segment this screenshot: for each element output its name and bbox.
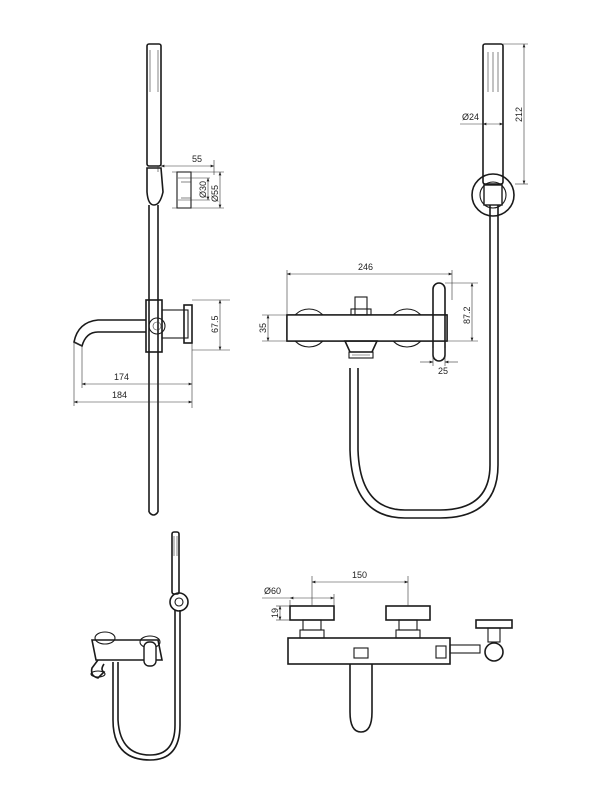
shower-holder-side (146, 167, 164, 206)
isometric-view (90, 531, 189, 761)
dimension-d30: Ø30 (198, 181, 208, 198)
shower-holder-front (471, 173, 515, 217)
dimension-212: 212 (514, 107, 524, 122)
dimension-d24: Ø24 (462, 112, 479, 122)
front-view: 212 Ø24 246 35 87.2 25 (258, 43, 528, 519)
dimension-55: 55 (192, 154, 202, 164)
dimension-87-2: 87.2 (462, 306, 472, 324)
top-view: Ø60 150 19 (262, 570, 513, 733)
mixer-body-top (287, 637, 451, 665)
dimension-184: 184 (112, 390, 127, 400)
dimension-25: 25 (438, 366, 448, 376)
mixer-lever-front (432, 282, 446, 362)
hand-shower-head (146, 43, 162, 167)
dimension-174: 174 (114, 372, 129, 382)
spout-side (73, 319, 146, 348)
dimension-67-5: 67.5 (210, 315, 220, 333)
dimension-35: 35 (258, 323, 268, 333)
hand-shower-head-front (482, 43, 504, 185)
side-view: 55 Ø30 Ø55 67.5 174 184 (73, 43, 230, 516)
spout-top (349, 664, 373, 733)
dimension-19: 19 (270, 608, 280, 618)
dimension-246: 246 (358, 262, 373, 272)
dimension-d55: Ø55 (210, 185, 220, 202)
dimension-d60: Ø60 (264, 586, 281, 596)
dimension-150: 150 (352, 570, 367, 580)
hose-front (357, 205, 491, 511)
